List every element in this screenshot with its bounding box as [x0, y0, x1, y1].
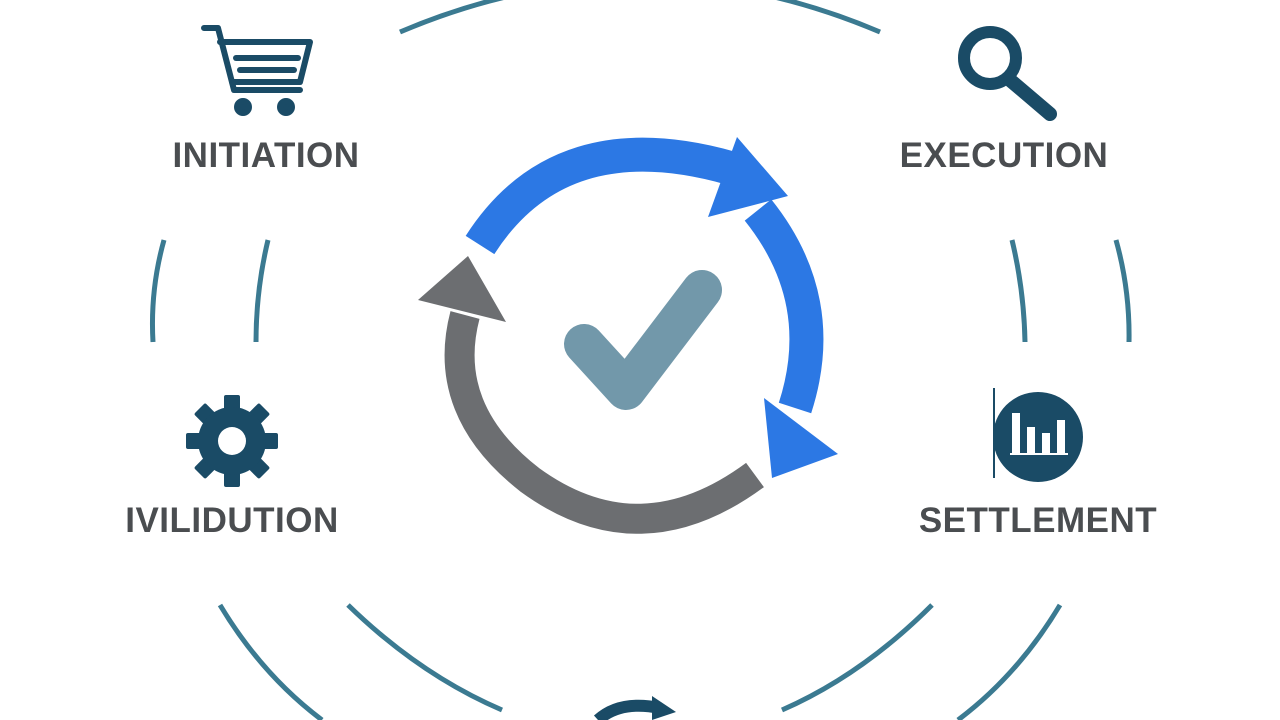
ring-arc-left-inner	[253, 239, 271, 343]
stage-label-settlement: SETTLEMENT	[918, 501, 1158, 540]
bar-chart-icon	[993, 388, 1083, 482]
gray-arrowhead	[418, 256, 506, 322]
ring-arc-bottom-left-outer	[217, 603, 324, 720]
blue-cycle-arrow-right	[744, 199, 824, 414]
gray-cycle-arrow	[444, 311, 764, 534]
gear-icon	[186, 395, 278, 487]
check-mark-icon	[564, 270, 722, 410]
ring-arc-bottom-left-inner	[346, 603, 503, 713]
ring-arc-left-outer	[149, 239, 167, 343]
ring-arc-top	[399, 0, 881, 35]
ring-arc-right-inner	[1009, 239, 1028, 343]
ring-arc-bottom-right-outer	[956, 603, 1063, 720]
magnifier-icon	[958, 26, 1057, 121]
refresh-icon-partial	[593, 696, 676, 720]
blue-cycle-arrow	[465, 137, 735, 255]
stage-label-validation: IVILIDUTION	[125, 501, 339, 540]
stage-label-initiation: INITIATION	[172, 136, 360, 175]
shopping-cart-icon	[201, 25, 313, 116]
ring-arc-bottom-right-inner	[780, 603, 934, 713]
blue-arrowhead-bottom	[764, 398, 838, 478]
ring-arc-right-outer	[1113, 239, 1132, 343]
blue-arrowhead-top	[708, 137, 788, 217]
stage-label-execution: EXECUTION	[899, 136, 1109, 175]
